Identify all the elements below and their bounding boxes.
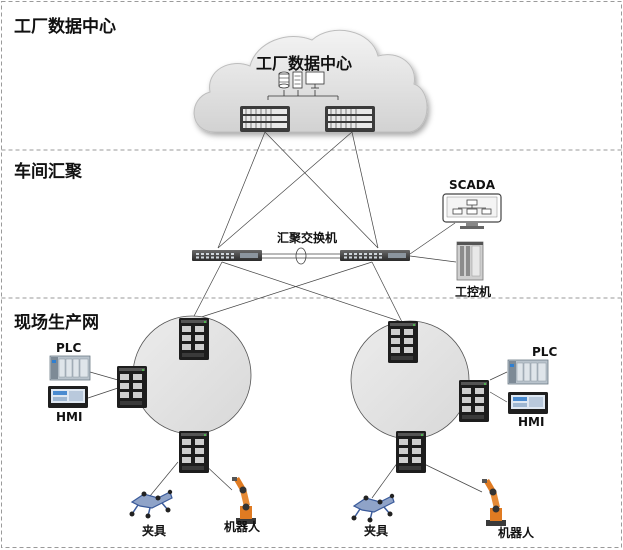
plc-label-left: PLC xyxy=(56,341,82,355)
ring-switch-left-bottom xyxy=(179,431,209,473)
industrial-pc-icon xyxy=(456,241,484,281)
cloud-monitor-icon xyxy=(305,71,325,89)
robot-label-left: 机器人 xyxy=(224,520,261,534)
hmi-label-right: HMI xyxy=(518,415,545,429)
robot-arm-icon-right xyxy=(482,479,506,526)
cloud-database-icon xyxy=(278,71,290,89)
ring-switch-left-top xyxy=(179,318,209,360)
ring-switch-right-top xyxy=(388,321,418,363)
ring-switch-left-side xyxy=(117,366,147,408)
fixture-icon-left xyxy=(128,489,173,520)
zone-title-datacenter: 工厂数据中心 xyxy=(14,17,116,37)
cloud-server-icon xyxy=(292,71,303,89)
fixture-label-left: 夹具 xyxy=(142,524,167,538)
robot-arm-icon-left xyxy=(232,477,256,524)
cloud-network-bus-icon xyxy=(267,90,339,100)
cloud-title: 工厂数据中心 xyxy=(256,54,353,73)
scada-monitor-icon xyxy=(442,193,502,229)
aggregation-switch-right xyxy=(340,250,410,261)
ring-switch-right-bottom xyxy=(396,431,426,473)
plc-label-right: PLC xyxy=(532,345,558,359)
cloud-server-rack-right xyxy=(324,105,376,133)
plc-icon-left xyxy=(49,355,91,381)
hmi-icon-right xyxy=(508,392,548,414)
robot-label-right: 机器人 xyxy=(498,526,535,540)
cloud-server-rack-left xyxy=(239,105,291,133)
aggregation-connections xyxy=(191,222,457,323)
ring-switch-right-side xyxy=(459,380,489,422)
hmi-label-left: HMI xyxy=(56,410,83,424)
uplink-connections xyxy=(217,131,379,249)
scada-label: SCADA xyxy=(449,178,495,192)
zone-title-field: 现场生产网 xyxy=(14,313,99,333)
link-aggregation-ring xyxy=(295,247,307,265)
plc-icon-right xyxy=(507,359,549,385)
aggregation-switch-left xyxy=(192,250,262,261)
aggregation-switch-label: 汇聚交换机 xyxy=(277,231,338,245)
industrial-pc-label: 工控机 xyxy=(455,285,492,299)
hmi-icon-left xyxy=(48,386,88,408)
fixture-label-right: 夹具 xyxy=(364,524,389,538)
zone-title-aggregation: 车间汇聚 xyxy=(14,162,82,182)
fixture-icon-right xyxy=(350,493,395,524)
